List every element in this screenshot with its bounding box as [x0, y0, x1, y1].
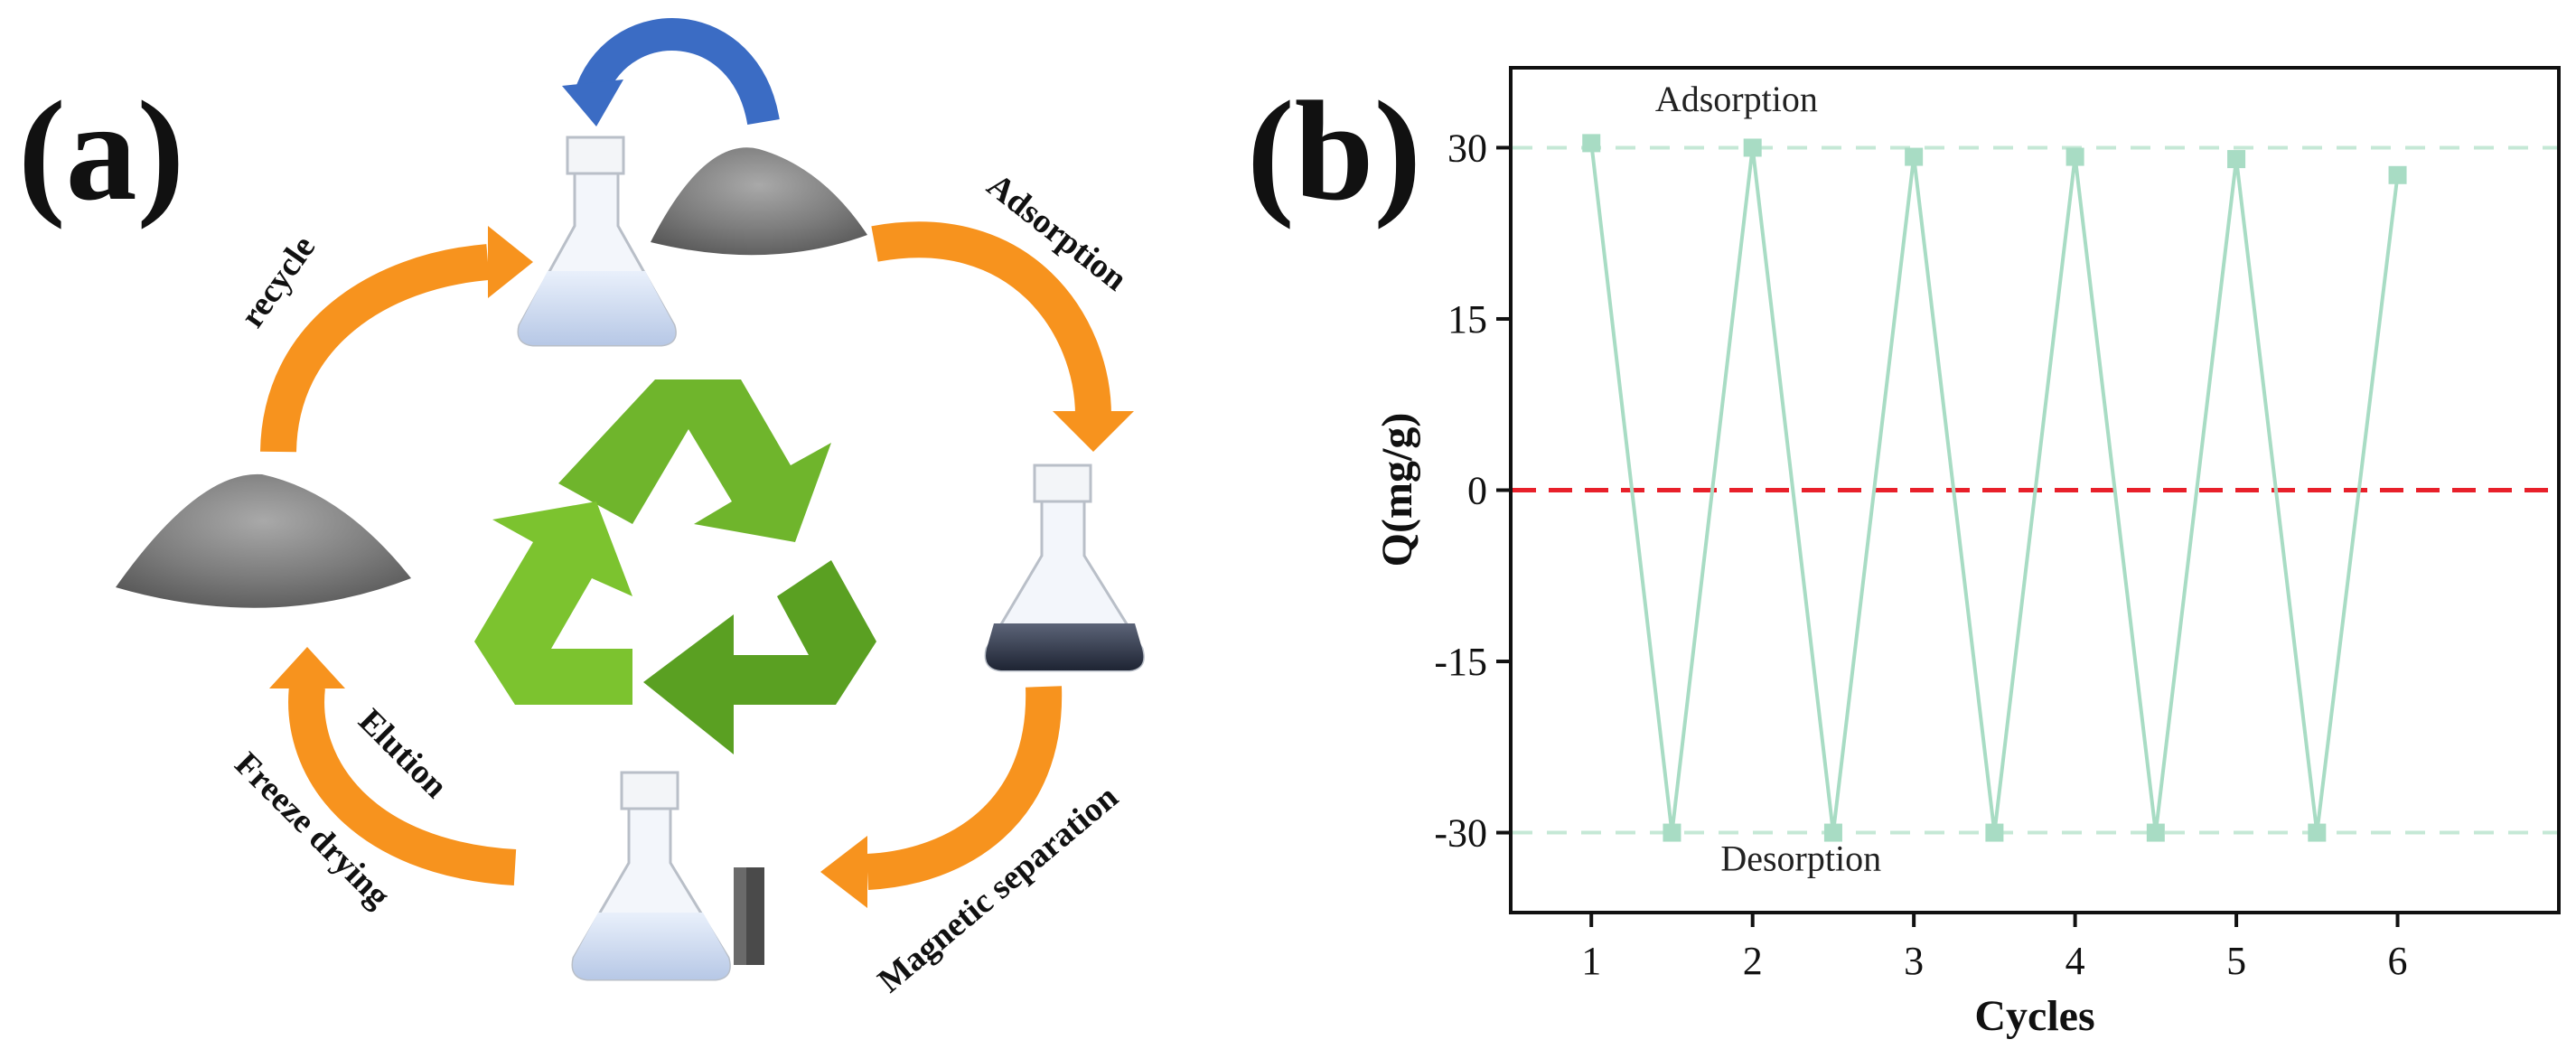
magnetic-separation-arrow-icon — [820, 686, 1063, 908]
data-point — [1582, 134, 1601, 153]
x-tick-label: 5 — [2226, 939, 2246, 983]
x-tick-label: 1 — [1581, 939, 1601, 983]
x-axis-title: Cycles — [1974, 992, 2094, 1040]
elution-step-label: Elution — [351, 702, 455, 806]
data-point — [2065, 147, 2084, 166]
x-tick-label: 6 — [2388, 939, 2408, 983]
recycle-step-label: recycle — [233, 229, 323, 334]
y-axis-title: Q(mg/g) — [1373, 413, 1421, 567]
blue-return-arrow-icon — [562, 18, 780, 126]
data-point — [2146, 823, 2165, 842]
chart-annotation: Desorption — [1720, 838, 1881, 878]
powder-pile-icon — [116, 473, 411, 608]
data-point — [1743, 138, 1762, 157]
y-tick-label: -15 — [1434, 640, 1487, 684]
panel-b-label: (b) — [1247, 72, 1421, 230]
data-point — [1663, 823, 1681, 842]
panel-a: (a) — [18, 18, 1145, 1000]
y-tick-label: 0 — [1467, 469, 1487, 513]
x-tick-label: 3 — [1904, 939, 1924, 983]
data-series — [1582, 134, 2407, 842]
series-line-0 — [1589, 143, 2400, 833]
x-axis-ticks: 1 2 3 4 5 6 — [1581, 913, 2408, 983]
y-tick-label: -30 — [1434, 811, 1487, 856]
elution-arrow-icon — [269, 647, 517, 885]
flask-with-magnet-icon — [571, 771, 764, 981]
x-tick-label: 2 — [1743, 939, 1763, 983]
powder-pile-icon — [651, 147, 867, 256]
data-point — [1905, 147, 1924, 166]
data-point — [2227, 150, 2246, 169]
data-point — [2388, 165, 2407, 184]
panel-a-label: (a) — [18, 72, 184, 230]
x-tick-label: 4 — [2065, 939, 2085, 983]
flask-with-solution-icon — [517, 136, 677, 347]
y-tick-label: 30 — [1447, 126, 1487, 170]
flask-dark-suspension-icon — [984, 464, 1145, 672]
y-tick-label: 15 — [1447, 297, 1487, 342]
data-point — [2308, 823, 2327, 842]
data-point — [1823, 823, 1842, 842]
data-point — [1985, 823, 2004, 842]
y-axis-ticks: -30 -15 0 15 30 — [1434, 126, 1511, 856]
recycle-arrow-icon — [260, 226, 533, 453]
chart-annotation: Adsorption — [1655, 79, 1818, 119]
recycle-symbol-icon — [474, 379, 876, 754]
adsorption-arrow-icon — [871, 221, 1134, 452]
panel-b: (b) -30 -15 0 15 30 1 2 3 4 5 6 AdsorptionDesorpt… — [1247, 66, 2561, 1040]
